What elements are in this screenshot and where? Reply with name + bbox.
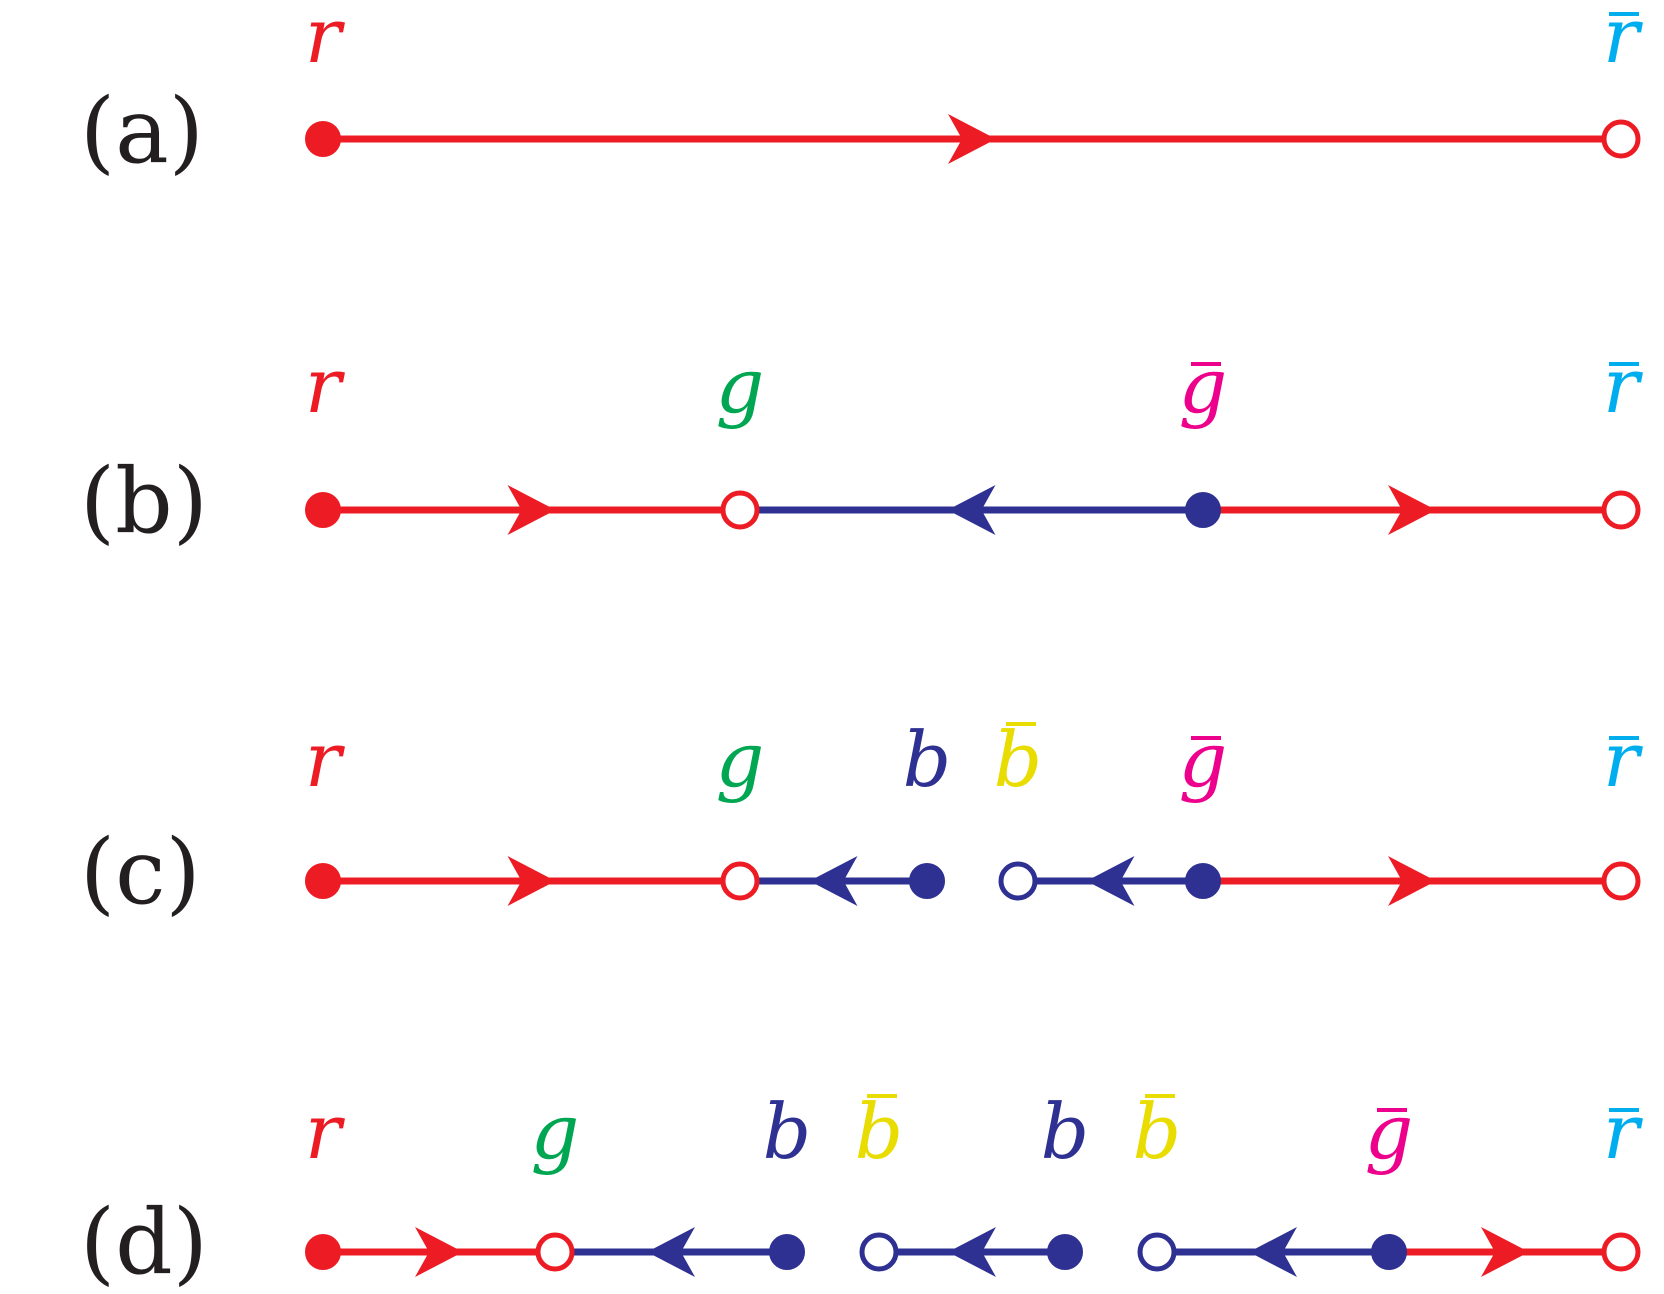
antiquark-node (1601, 861, 1641, 901)
panel-b: (b) r g g r (80, 341, 1644, 554)
antiquark-node (535, 1232, 575, 1272)
arrow-right-icon (507, 485, 556, 535)
quark-node (1185, 492, 1221, 528)
arrow-right-icon (415, 1227, 463, 1277)
quark-label: g (531, 1087, 580, 1176)
panel-b-label: (b) (80, 449, 208, 554)
quark-node (909, 863, 945, 899)
arrow-right-icon (1388, 485, 1436, 535)
antiquark-node (859, 1232, 899, 1272)
antiquark-label: g (1179, 341, 1228, 430)
antiquark-label: r (1603, 341, 1644, 430)
antiquark-label: b (855, 1087, 904, 1176)
antiquark-node (720, 490, 760, 530)
quark-node (305, 863, 341, 899)
antiquark-node (1601, 490, 1641, 530)
antiquark-label: b (1133, 1087, 1182, 1176)
antiquark-node (998, 861, 1038, 901)
quark-label: b (1041, 1087, 1090, 1176)
quark-label: g (716, 715, 765, 804)
antiquark-label: r (1603, 1087, 1644, 1176)
arrow-left-icon (647, 1227, 695, 1277)
quark-label: b (903, 715, 952, 804)
quark-node (769, 1234, 805, 1270)
antiquark-label: r (1603, 715, 1644, 804)
arrow-left-icon (947, 485, 996, 535)
arrow-left-icon (948, 1227, 996, 1277)
antiquark-node (1137, 1232, 1177, 1272)
antiquark-label: g (1179, 715, 1228, 804)
quark-label: r (305, 715, 346, 804)
antiquark-node (720, 861, 760, 901)
antiquark-label: b (994, 715, 1043, 804)
quark-node (1371, 1234, 1407, 1270)
arrow-right-icon (507, 856, 556, 906)
arrow-left-icon (809, 856, 858, 906)
panel-c-label: (c) (80, 820, 201, 925)
quark-node (1047, 1234, 1083, 1270)
antiquark-node (1601, 1232, 1641, 1272)
quark-label: b (763, 1087, 812, 1176)
arrow-right-icon (1481, 1227, 1529, 1277)
antiquark-node (1601, 119, 1641, 159)
quark-node (305, 492, 341, 528)
arrow-left-icon (1249, 1227, 1297, 1277)
panel-d-label: (d) (80, 1190, 208, 1294)
antiquark-label: g (1365, 1087, 1414, 1176)
quark-node (305, 1234, 341, 1270)
quark-label: g (716, 341, 765, 430)
panel-a-label: (a) (80, 79, 204, 184)
quark-label: r (305, 1087, 346, 1176)
arrow-left-icon (1086, 856, 1135, 906)
quark-node (1185, 863, 1221, 899)
arrow-right-icon (948, 114, 996, 164)
quark-node (305, 121, 341, 157)
quark-label: r (305, 0, 346, 80)
arrow-right-icon (1388, 856, 1436, 906)
quark-label: r (305, 341, 346, 430)
